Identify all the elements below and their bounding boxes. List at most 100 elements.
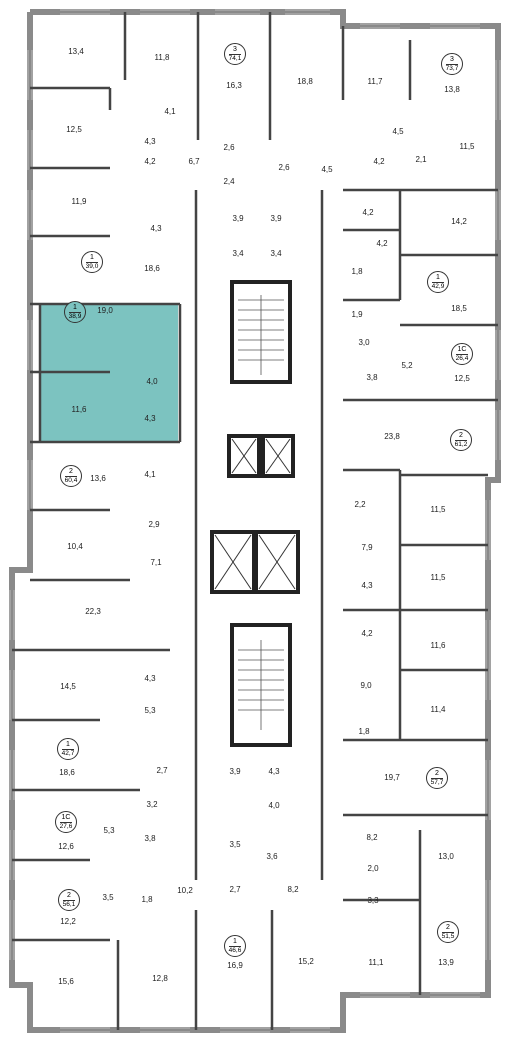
room-area: 2,0 xyxy=(367,864,379,873)
badge-area: 27,6 xyxy=(59,823,73,830)
room-area: 16,3 xyxy=(226,81,242,90)
room-area: 4,3 xyxy=(144,137,156,146)
room-area: 4,2 xyxy=(144,157,156,166)
badge-rooms: 2 xyxy=(63,892,75,901)
room-area: 18,6 xyxy=(144,264,160,273)
badge-rooms: 1 xyxy=(69,304,81,313)
room-area: 2,9 xyxy=(148,520,160,529)
room-area: 4,5 xyxy=(321,165,333,174)
badge-area: 42,9 xyxy=(431,283,445,290)
room-area: 11,4 xyxy=(430,705,446,714)
room-area: 2,2 xyxy=(354,500,366,509)
room-area: 6,7 xyxy=(188,157,200,166)
room-area: 12,6 xyxy=(58,842,74,851)
room-area: 4,3 xyxy=(150,224,162,233)
room-area: 4,0 xyxy=(146,377,158,386)
room-area: 4,2 xyxy=(362,208,374,217)
room-area: 10,2 xyxy=(177,886,193,895)
badge-area: 26,4 xyxy=(455,355,469,362)
room-area: 5,3 xyxy=(103,826,115,835)
badge-rooms: 3 xyxy=(446,56,458,65)
room-area: 3,5 xyxy=(102,893,114,902)
room-area: 19,7 xyxy=(384,773,400,782)
room-area: 4,2 xyxy=(361,629,373,638)
room-area: 4,1 xyxy=(144,470,156,479)
room-area: 8,2 xyxy=(366,833,378,842)
room-area: 4,0 xyxy=(268,801,280,810)
badge-area: 42,7 xyxy=(61,750,75,757)
room-area: 3,9 xyxy=(229,767,241,776)
room-area: 3,9 xyxy=(232,214,244,223)
room-area: 11,9 xyxy=(71,197,87,206)
room-area: 3,8 xyxy=(144,834,156,843)
badge-rooms: 2 xyxy=(455,432,467,441)
room-area: 14,5 xyxy=(60,682,76,691)
room-area: 13,4 xyxy=(68,47,84,56)
exterior-walls xyxy=(9,9,501,1033)
room-area: 1,8 xyxy=(351,267,363,276)
badge-rooms: 1 xyxy=(229,938,241,947)
room-area: 2,6 xyxy=(223,143,235,152)
room-area: 4,5 xyxy=(392,127,404,136)
room-area: 2,6 xyxy=(278,163,290,172)
room-area: 13,0 xyxy=(438,852,454,861)
room-area: 10,4 xyxy=(67,542,83,551)
badge-area: 60,4 xyxy=(64,477,78,484)
badge-rooms: 1 xyxy=(86,254,98,263)
room-area: 5,3 xyxy=(144,706,156,715)
room-area: 13,6 xyxy=(90,474,106,483)
room-area: 7,9 xyxy=(361,543,373,552)
room-area: 4,2 xyxy=(376,239,388,248)
room-area: 16,9 xyxy=(227,961,243,970)
room-area: 12,5 xyxy=(66,125,82,134)
room-area: 14,2 xyxy=(451,217,467,226)
badge-area: 73,7 xyxy=(445,65,459,72)
badge-area: 61,2 xyxy=(454,441,468,448)
room-area: 8,2 xyxy=(287,885,299,894)
room-area: 4,2 xyxy=(373,157,385,166)
core-structure xyxy=(210,280,300,747)
room-area: 3,2 xyxy=(146,800,158,809)
badge-area: 57,7 xyxy=(430,779,444,786)
interior-walls xyxy=(12,12,498,1030)
room-area: 11,6 xyxy=(71,405,87,414)
room-area: 4,3 xyxy=(144,414,156,423)
room-area: 12,8 xyxy=(152,974,168,983)
room-area: 12,5 xyxy=(454,374,470,383)
badge-area: 56,1 xyxy=(62,901,76,908)
room-area: 4,1 xyxy=(164,107,176,116)
room-area: 11,7 xyxy=(367,77,383,86)
badge-rooms: 1С xyxy=(456,346,468,355)
room-area: 1,9 xyxy=(351,310,363,319)
room-area: 4,3 xyxy=(361,581,373,590)
badge-rooms: 1С xyxy=(60,814,72,823)
room-area: 2,7 xyxy=(156,766,168,775)
room-area: 18,6 xyxy=(59,768,75,777)
badge-area: 74,1 xyxy=(228,55,242,62)
room-area: 4,3 xyxy=(268,767,280,776)
badge-rooms: 1 xyxy=(62,741,74,750)
badge-area: 46,6 xyxy=(228,947,242,954)
room-area: 18,8 xyxy=(297,77,313,86)
badge-rooms: 1 xyxy=(432,274,444,283)
room-area: 18,5 xyxy=(451,304,467,313)
windows xyxy=(9,9,501,1033)
room-area: 11,5 xyxy=(430,505,446,514)
room-area: 13,9 xyxy=(438,958,454,967)
